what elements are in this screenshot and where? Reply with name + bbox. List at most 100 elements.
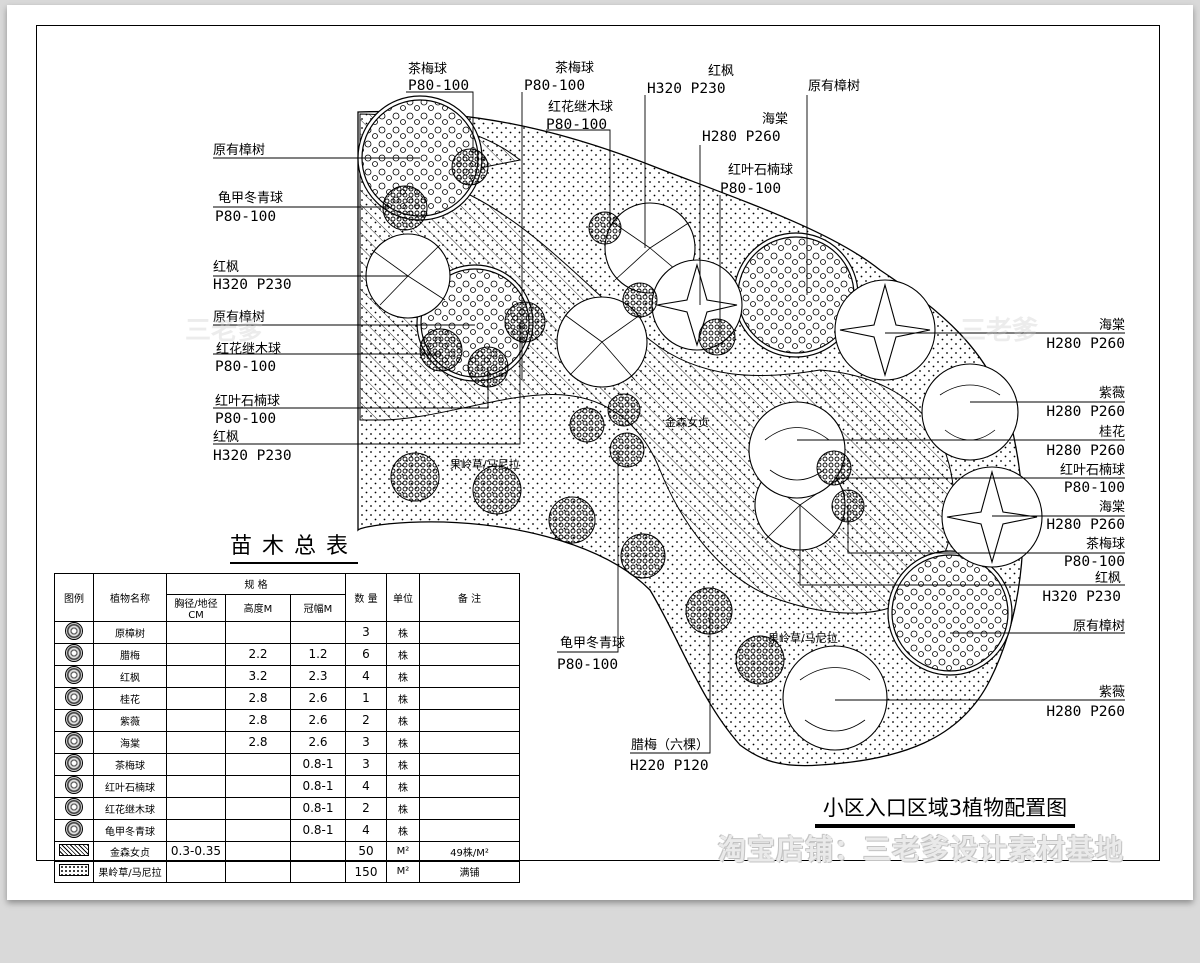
legend-symbol-cell [54,664,94,688]
callout-label: 紫薇 [1099,685,1125,700]
cell-crown: 0.8-1 [290,752,346,776]
legend-symbol-cell [54,686,94,710]
cell-name: 茶梅球 [93,752,167,776]
cell-unit: 株 [386,796,420,820]
callout-label: 红花继木球 [548,99,613,115]
cell-unit: 株 [386,752,420,776]
callout-spec: H280 P260 [1046,336,1125,352]
callout-spec: P80-100 [408,78,469,94]
cell-unit: 株 [386,730,420,754]
crape-myrtle-symbols [748,363,1019,751]
cell-crown: 0.8-1 [290,796,346,820]
callout-spec: H320 P230 [213,277,292,293]
callout-spec: P80-100 [1064,480,1125,496]
callout-spec: H320 P230 [213,448,292,464]
callout-spec: H320 P230 [1042,589,1121,605]
ground-cover-label: 果岭草/马尼拉 [450,457,520,471]
cell-unit: 株 [386,708,420,732]
callout-spec: H280 P260 [1046,404,1125,420]
cell-note [419,730,520,754]
callout-spec: H220 P120 [630,758,709,774]
cell-name: 金森女贞 [93,840,167,862]
plant-symbol-icon [65,687,83,706]
cell-height: 3.2 [225,664,291,688]
plant-symbol-icon [65,621,83,640]
callout-spec: H320 P230 [647,81,726,97]
callout-label: 红枫 [213,429,239,445]
cell-diameter [166,664,226,688]
callout-spec: P80-100 [215,209,276,225]
header-note: 备 注 [419,573,520,622]
callout-label: 腊梅（六棵） [631,738,709,753]
cell-crown: 0.8-1 [290,774,346,798]
cell-note: 49株/M² [419,840,520,862]
cell-name: 红枫 [93,664,167,688]
cell-qty: 4 [345,664,387,688]
cell-unit: M² [386,840,420,862]
cell-crown: 2.6 [290,708,346,732]
legend-symbol-cell [54,730,94,754]
cell-name: 腊梅 [93,642,167,666]
cell-unit: 株 [386,774,420,798]
callout-spec: H280 P260 [1046,704,1125,720]
shrub-ball-symbols [382,148,865,685]
callout-label: 红枫 [1095,570,1121,586]
cell-unit: M² [386,861,420,883]
legend-symbol-cell [54,774,94,798]
cell-diameter: 0.3-0.35 [166,840,226,862]
legend-symbol-cell [54,752,94,776]
callout-label: 原有樟树 [808,79,860,94]
header-unit: 单位 [386,573,420,622]
cell-diameter [166,774,226,798]
cell-crown [290,620,346,644]
cell-qty: 6 [345,642,387,666]
watermark-faint: 三老爹 [185,316,264,346]
cell-unit: 株 [386,642,420,666]
callout-spec: P80-100 [1064,554,1125,570]
cell-height: 2.2 [225,642,291,666]
dot-swatch-icon [59,864,89,877]
cell-diameter [166,620,226,644]
cell-qty: 4 [345,818,387,842]
cell-crown: 0.8-1 [290,818,346,842]
cell-crown: 1.2 [290,642,346,666]
cell-unit: 株 [386,818,420,842]
cell-height [225,818,291,842]
plant-symbol-icon [65,709,83,728]
cell-crown: 2.6 [290,730,346,754]
callout-label: 茶梅球 [408,61,447,77]
drawing-title: 小区入口区域3植物配置图 [815,794,1075,828]
cell-qty: 4 [345,774,387,798]
cell-note [419,664,520,688]
callout-label: 红叶石楠球 [1060,462,1125,478]
callout-label: 茶梅球 [1086,536,1125,552]
cell-note [419,796,520,820]
callout-spec: P80-100 [215,411,276,427]
cell-qty: 1 [345,686,387,710]
callout-label: 红叶石楠球 [728,162,793,178]
cell-diameter [166,686,226,710]
cell-height [225,620,291,644]
cell-note [419,752,520,776]
cell-note [419,686,520,710]
hatch-swatch-icon [59,843,89,856]
cell-name: 桂花 [93,686,167,710]
callouts-left: 茶梅球 P80-100 原有樟树 龟甲冬青球 P80-100 红枫 H320 P… [213,61,469,464]
cell-qty: 3 [345,620,387,644]
hedge-label: 金森女贞 [665,415,709,429]
callout-label: 海棠 [1099,500,1125,515]
cell-name: 果岭草/马尼拉 [93,861,167,883]
cell-qty: 3 [345,730,387,754]
cell-diameter [166,708,226,732]
drawing-frame [36,25,1160,861]
legend-symbol-cell [54,818,94,842]
cell-note [419,642,520,666]
legend-symbol-cell [54,840,94,862]
cell-note [419,774,520,798]
cell-name: 紫薇 [93,708,167,732]
